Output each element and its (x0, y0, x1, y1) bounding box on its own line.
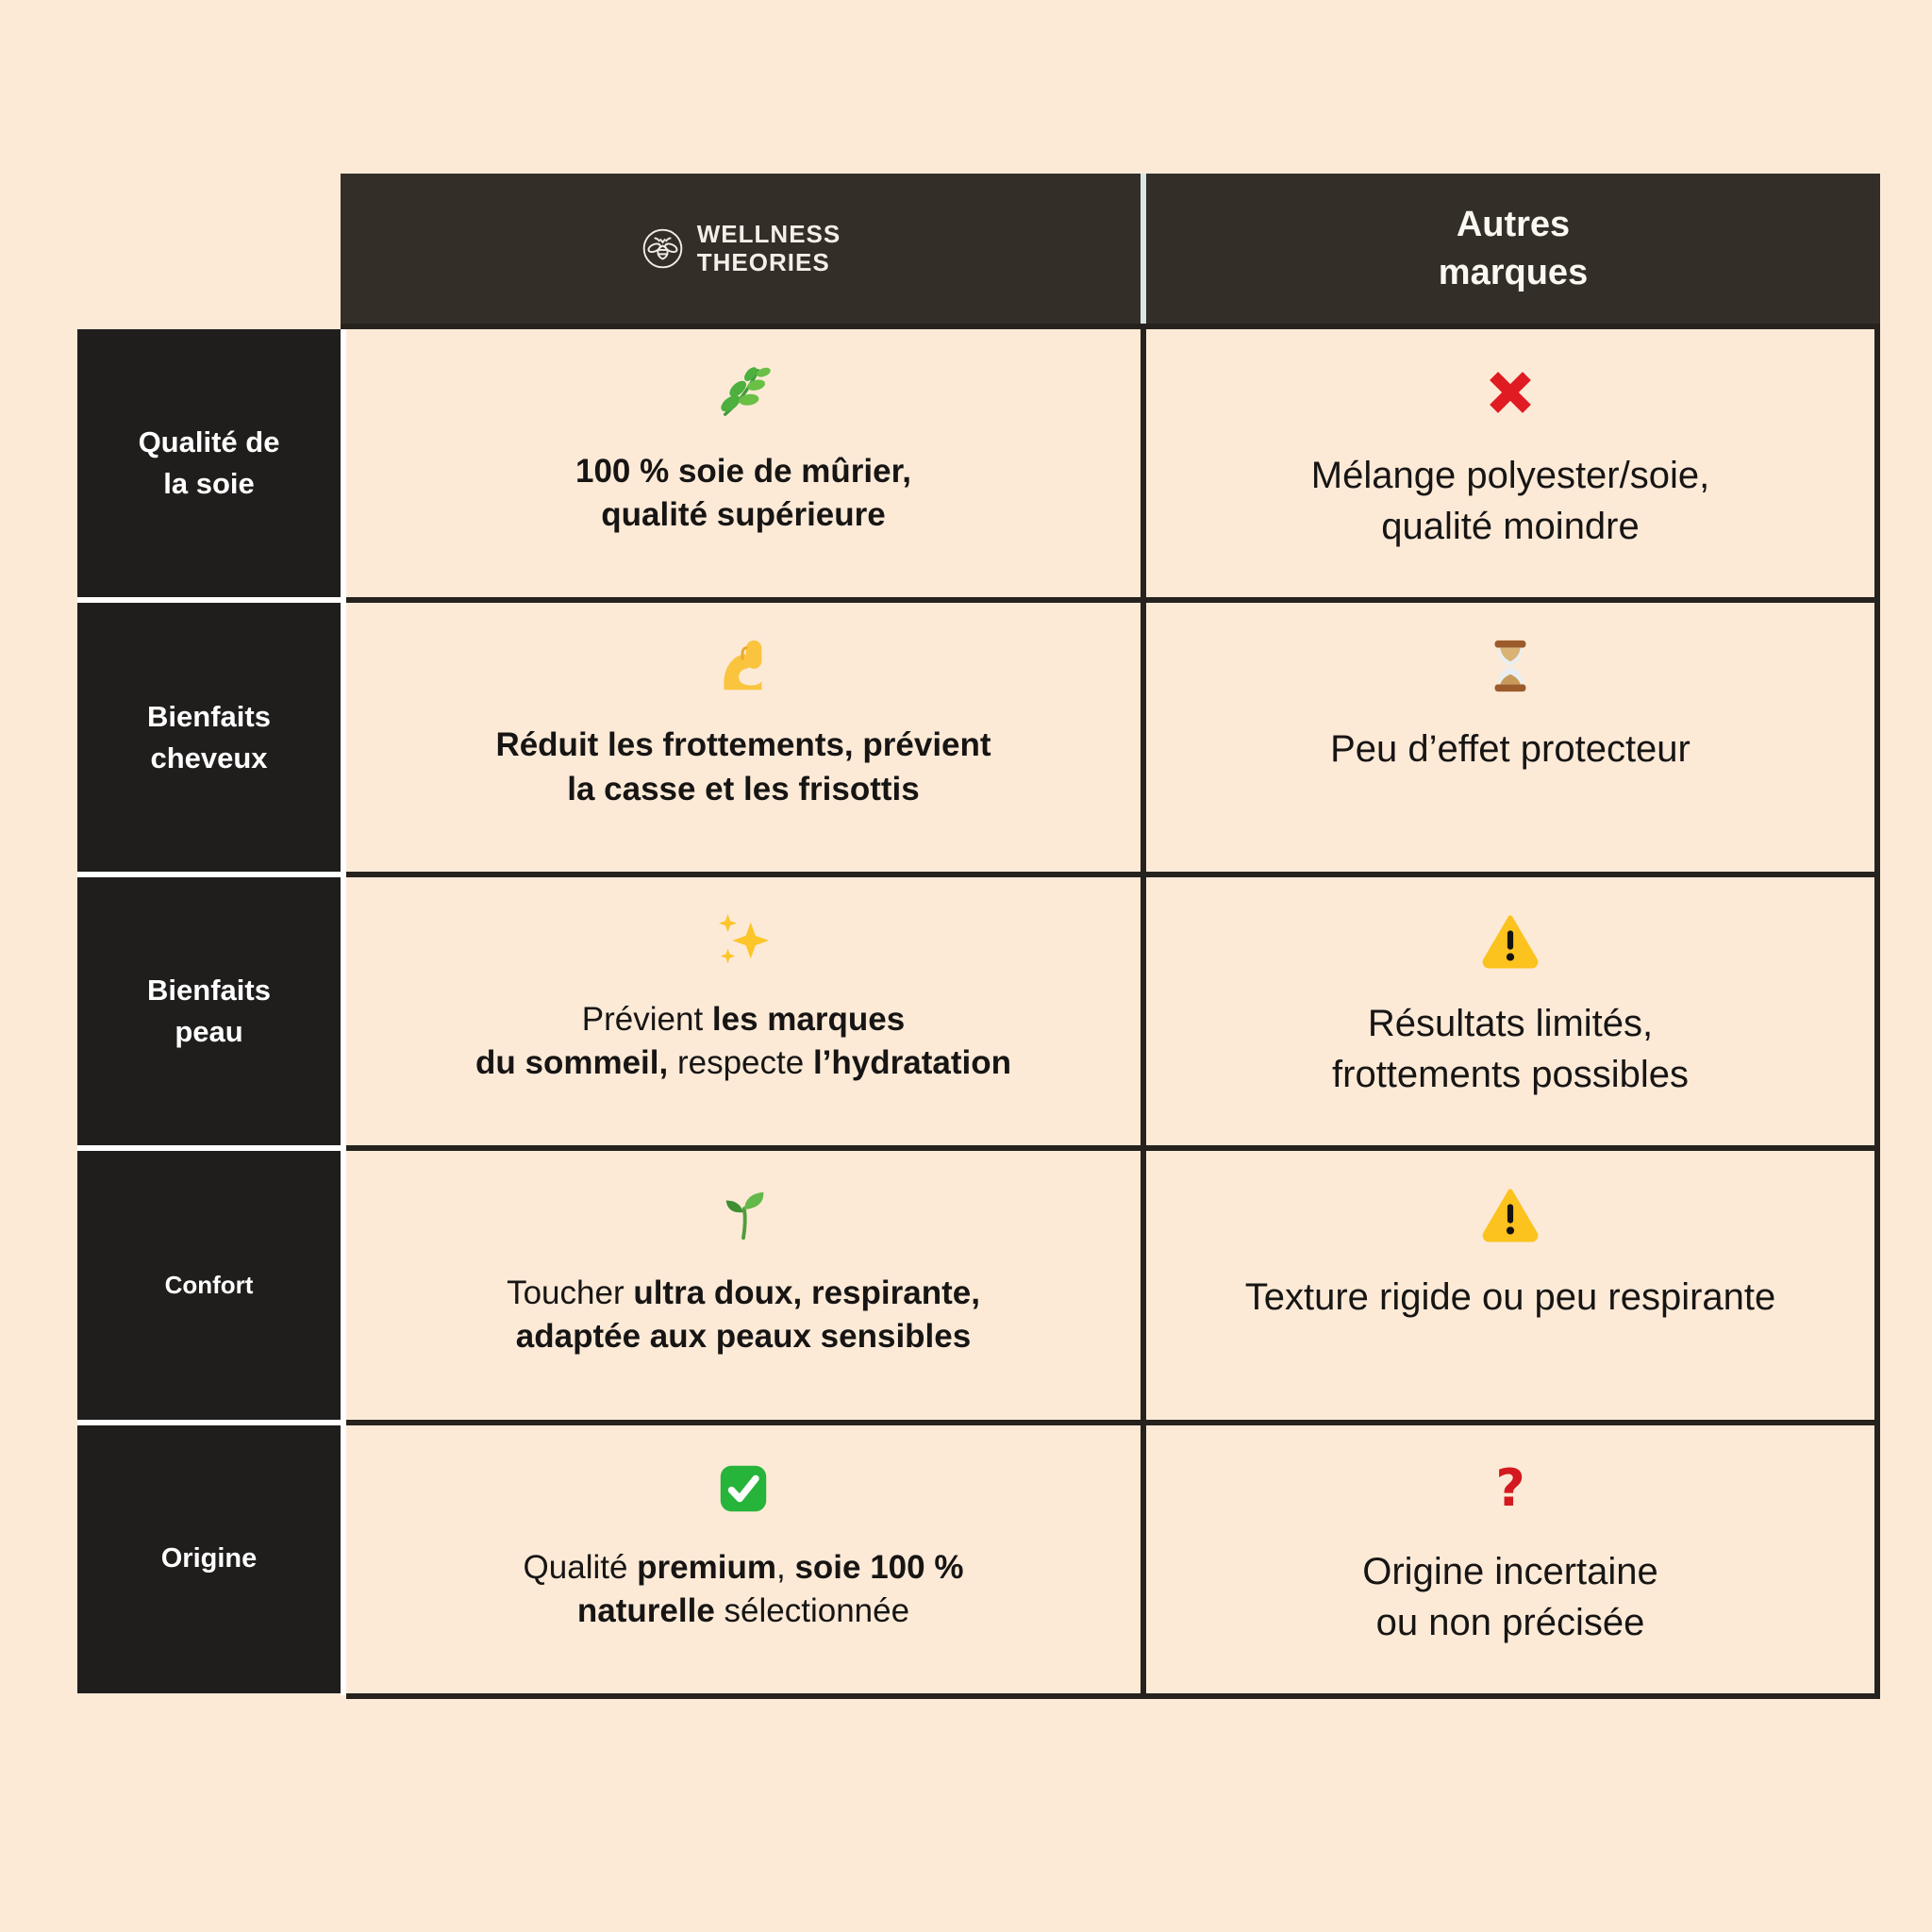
bee-logo-icon (641, 226, 685, 271)
cross-mark-icon (1481, 363, 1540, 422)
cell-text: Qualité premium, soie 100 %naturelle sél… (523, 1548, 964, 1629)
cell-text: Résultats limités,frottements possibles (1332, 1002, 1689, 1096)
herb-icon (714, 363, 773, 422)
row-label-text: Origine (160, 1543, 258, 1574)
cell-autres-qualite-soie: Mélange polyester/soie,qualité moindre (1146, 329, 1874, 598)
cell-autres-confort: Texture rigide ou peu respirante (1146, 1151, 1874, 1420)
row-label-confort: Confort (77, 1151, 341, 1420)
header-divider (1141, 174, 1146, 324)
question-mark-icon: ? (1495, 1457, 1525, 1518)
seedling-icon (714, 1185, 773, 1243)
cell-text: Peu d’effet protecteur (1330, 728, 1690, 771)
cell-wellness-origine: Qualité premium, soie 100 %naturelle sél… (346, 1424, 1141, 1693)
cell-autres-bienfaits-cheveux: Peu d’effet protecteur (1146, 603, 1874, 872)
check-mark-icon (714, 1459, 773, 1518)
cell-text: Texture rigide ou peu respirante (1244, 1276, 1776, 1319)
cell-text: Mélange polyester/soie,qualité moindre (1310, 455, 1710, 548)
warning-icon (1481, 911, 1540, 970)
cell-text: Toucher ultra doux, respirante,adaptée a… (507, 1274, 980, 1356)
sparkles-icon (714, 911, 773, 970)
cell-wellness-confort: Toucher ultra doux, respirante,adaptée a… (346, 1151, 1141, 1420)
cell-wellness-qualite-soie: 100 % soie de mûrier,qualité supérieure (346, 329, 1141, 598)
table-top-border (341, 324, 1880, 329)
row-label-text: Confort (164, 1270, 254, 1299)
label-table-gap (341, 329, 346, 1695)
table-body: 100 % soie de mûrier,qualité supérieure … (346, 329, 1880, 1699)
row-label-origine: Origine (77, 1424, 341, 1693)
cell-text: 100 % soie de mûrier,qualité supérieure (575, 453, 911, 534)
warning-icon (1481, 1185, 1540, 1243)
hourglass-icon (1481, 637, 1540, 695)
cell-autres-bienfaits-peau: Résultats limités,frottements possibles (1146, 876, 1874, 1146)
flexed-biceps-icon (714, 637, 773, 695)
